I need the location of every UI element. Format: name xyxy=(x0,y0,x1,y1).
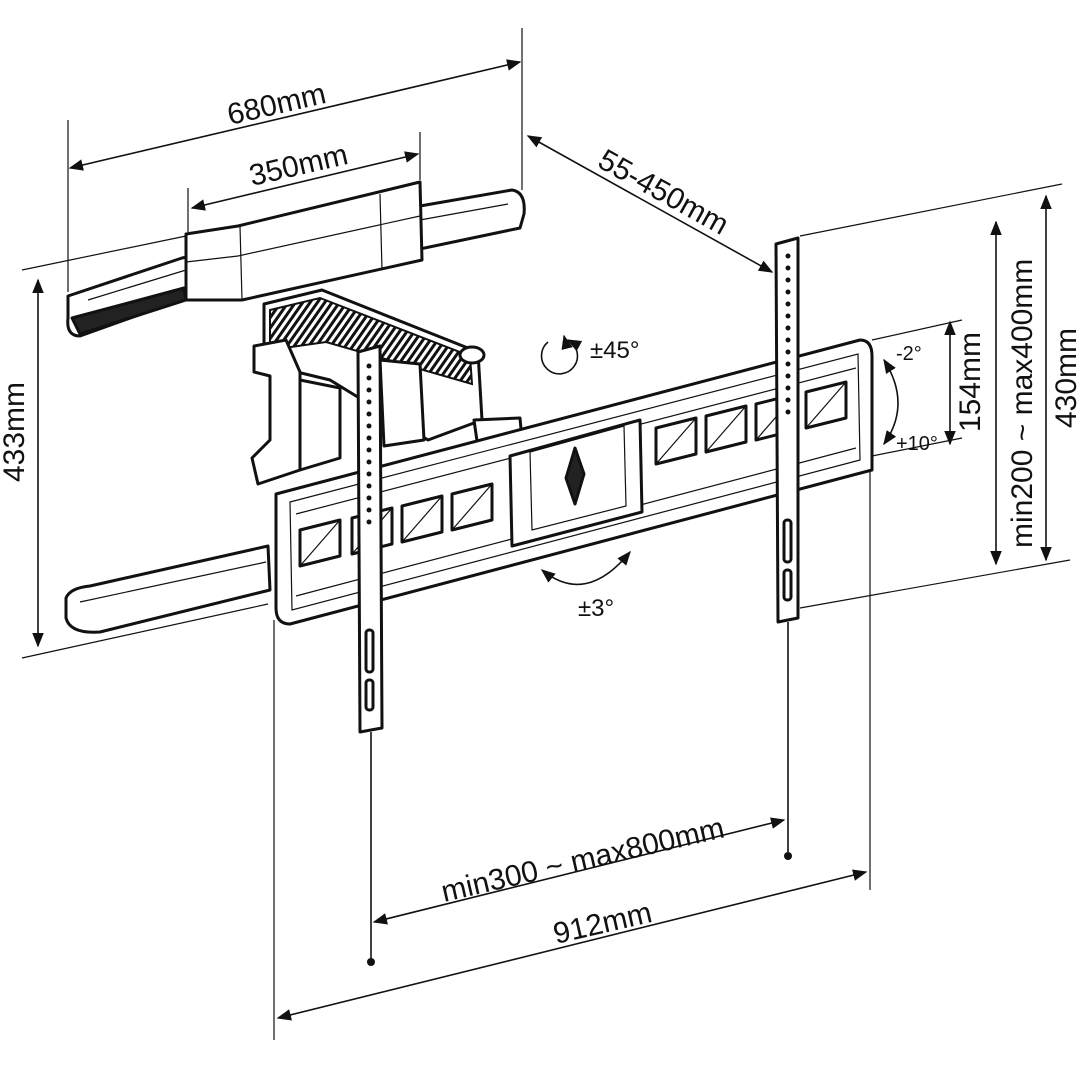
label-vesa-vertical: min200 ~ max400mm xyxy=(1006,259,1039,548)
swivel-rotation-icon xyxy=(540,334,583,375)
vesa-arm-left xyxy=(356,344,384,966)
label-912mm: 912mm xyxy=(550,896,655,951)
label-154mm: 154mm xyxy=(954,332,987,432)
wall-plate xyxy=(64,180,526,634)
label-433mm: 433mm xyxy=(0,382,31,482)
label-55-450mm: 55-450mm xyxy=(593,143,734,241)
label-tilt-up: -2° xyxy=(896,343,922,365)
label-vesa-horizontal: min300 ~ max800mm xyxy=(438,812,727,909)
label-tilt-down: +10° xyxy=(896,433,938,455)
level-rotation-icon xyxy=(540,550,631,586)
dimension-lines xyxy=(32,59,1052,1021)
label-680mm: 680mm xyxy=(224,77,329,132)
label-350mm: 350mm xyxy=(246,138,351,193)
vesa-arm-right xyxy=(774,236,800,860)
tv-rail xyxy=(274,338,874,626)
label-swivel-angle: ±45° xyxy=(590,337,639,364)
tilt-rotation-icon xyxy=(883,358,899,446)
label-430mm: 430mm xyxy=(1050,328,1080,428)
label-level-angle: ±3° xyxy=(578,595,614,622)
